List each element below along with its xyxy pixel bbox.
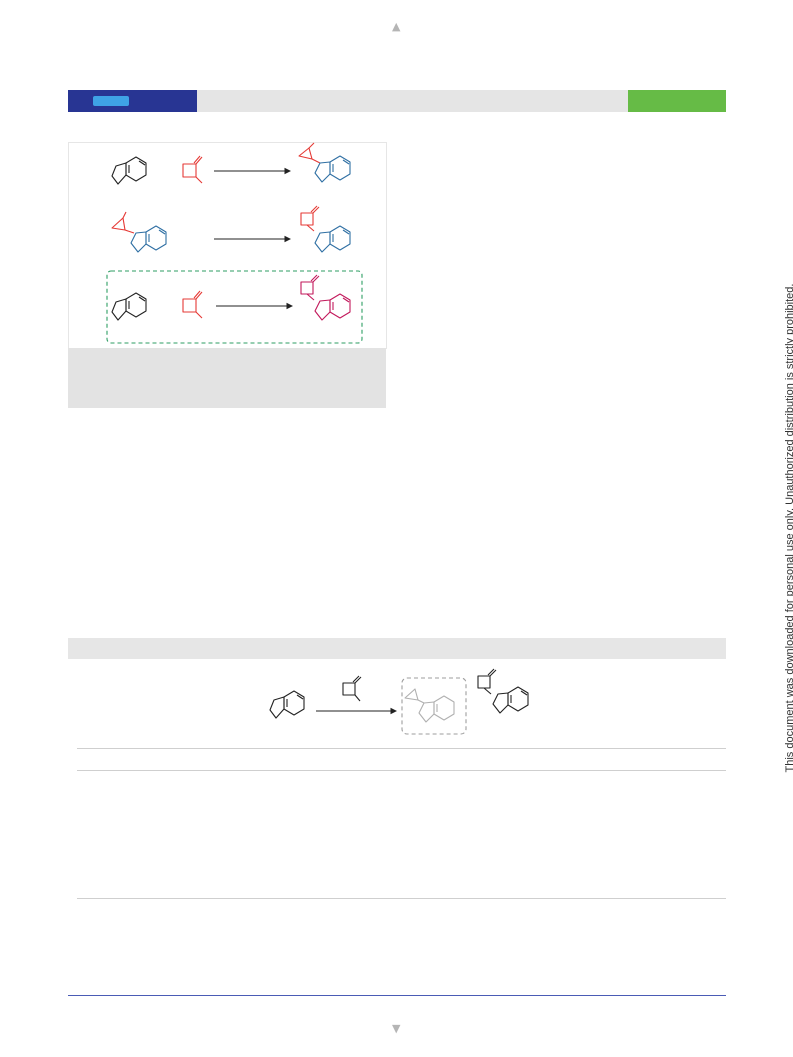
cyclopropyl-indole-faded-product xyxy=(404,688,455,723)
cyclobutyl-indole-product-row2 xyxy=(300,205,351,253)
cyclopropyl-indole-product-row1 xyxy=(298,142,351,183)
footer-divider xyxy=(68,995,726,996)
table-header-bar xyxy=(68,638,726,659)
scroll-up-arrow-icon[interactable]: ▲ xyxy=(392,20,401,33)
gray-dashed-box xyxy=(401,677,467,735)
indole-reactant-row3 xyxy=(111,292,147,321)
figure-caption-placeholder xyxy=(68,348,386,408)
cyclobutanone-reagent-row1 xyxy=(182,155,203,184)
indole-reactant-row1 xyxy=(111,156,147,185)
cyclobutyl-indole-product-table xyxy=(477,668,529,714)
indole-reactant-table xyxy=(269,690,305,719)
cyclobutanone-reagent-table xyxy=(342,675,362,702)
cyclobutanone-reagent-row3 xyxy=(182,290,203,319)
table-rule-top xyxy=(77,748,726,749)
journal-header-right-block xyxy=(628,90,726,112)
highlight-dashed-box xyxy=(106,270,363,344)
table-rule-bottom xyxy=(77,898,726,899)
journal-header-left-block xyxy=(68,90,197,112)
scroll-down-arrow-icon[interactable]: ▼ xyxy=(392,1022,401,1035)
journal-header-chip xyxy=(93,96,129,106)
journal-header-bar xyxy=(68,90,726,112)
cyclobutyl-indole-product-row3 xyxy=(300,274,351,321)
table-rule-mid xyxy=(77,770,726,771)
cyclopropyl-indole-reactant-row2 xyxy=(111,211,167,253)
